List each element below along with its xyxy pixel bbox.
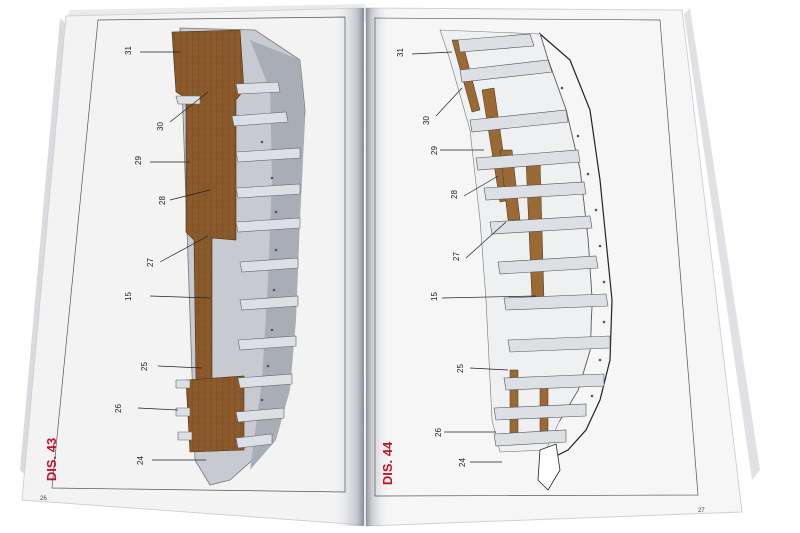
right-leader-lines xyxy=(411,51,537,463)
right-callout-28: 28 xyxy=(449,190,459,199)
left-figure-title: DIS. 43 xyxy=(44,437,60,482)
right-figure-title: DIS. 44 xyxy=(380,441,396,486)
right-callout-27: 27 xyxy=(451,252,461,261)
right-page-number: 27 xyxy=(698,508,705,514)
right-callout-29: 29 xyxy=(429,146,439,155)
right-callout-26: 26 xyxy=(433,428,443,437)
left-leader-lines xyxy=(137,51,211,461)
right-callout-15: 15 xyxy=(429,292,439,301)
right-frame-border xyxy=(374,17,699,497)
left-callout-25: 25 xyxy=(139,362,149,371)
left-callout-29: 29 xyxy=(133,156,143,165)
right-callout-30: 30 xyxy=(421,116,431,125)
right-callout-25: 25 xyxy=(455,364,465,373)
left-callout-30: 30 xyxy=(155,122,165,131)
left-callout-27: 27 xyxy=(145,258,155,267)
left-frame-border xyxy=(51,16,346,493)
right-callout-24: 24 xyxy=(457,458,467,467)
left-callout-28: 28 xyxy=(157,196,167,205)
right-callout-31: 31 xyxy=(395,48,405,57)
left-hull-illustration xyxy=(171,27,306,486)
left-callout-24: 24 xyxy=(135,456,145,465)
left-page-number: 26 xyxy=(40,496,47,502)
left-callout-15: 15 xyxy=(123,292,133,301)
right-hull-illustration xyxy=(439,29,613,491)
left-callout-31: 31 xyxy=(123,46,133,55)
left-callout-26: 26 xyxy=(113,404,123,413)
